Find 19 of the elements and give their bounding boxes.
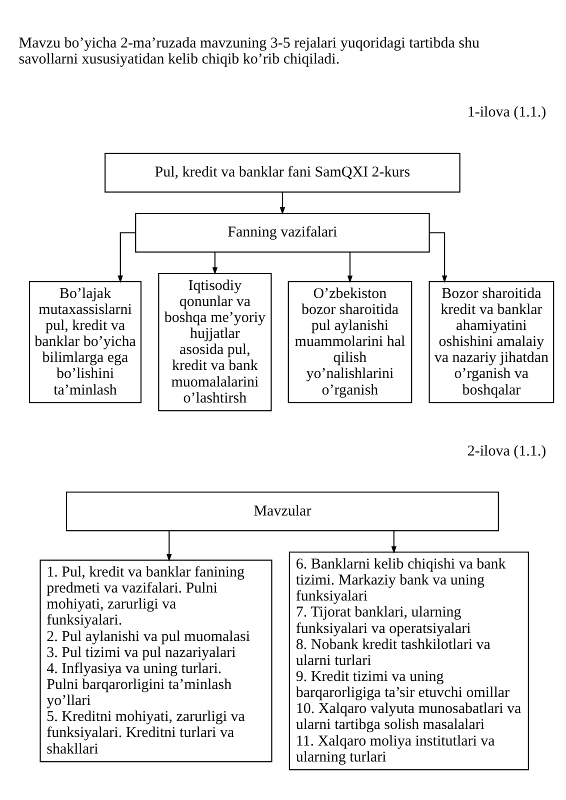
arrow [391,530,397,554]
node-box: 6. Banklarni kelib chiqishi va bank tizimi. Markaziy bank va uning funksiyalari 7. Tijorat banklari, ularning funksiyalari va operatsiyalari 8. Nobank kredit tashkilotlari va ularni turlari 9. Kredit tizimi va uning barqarorligiga ta’sir etuvchi omillar 10. Xalqaro valyuta munosabatlari va ularni tartibga solish masalalari 11. Xalqaro moliya institutlari va ularning turlari [288,551,529,770]
arrow [280,192,286,214]
label: 2-ilova (1.1.) [467,442,546,459]
node-box: Iqtisodiy qonunlar va boshqa me’yoriy hujjatlar asosida pul, kredit va bank muomalalarini o’lashtirsh [158,272,272,411]
label: Mavzu bo’yicha 2-ma’ruzada mavzuning 3-5 rejalari yuqoridagi tartibda shu savollarni xususiyatidan kelib chiqib ko’rib chiqiladi. [18,35,480,68]
arrow [118,232,136,282]
node-box: Fanning vazifalari [135,212,430,252]
node-box: Mavzular [66,491,499,531]
node-box: Bozor sharoitida kredit va banklar ahamiyatini oshishini amalaiy va nazariy jihatdan o’rganish va boshqalar [428,280,554,403]
arrow [429,232,448,282]
node-box: Bo’lajak mutaxassislarni pul, kredit va banklar bo’yicha bilimlarga ega bo’lishini ta’minlash [29,280,142,403]
arrow [212,252,218,274]
node-box: 1. Pul, kredit va banklar fanining predmeti va vazifalari. Pulni mohiyati, zarurligi va funksiyalari. 2. Pul aylanishi va pul muomalasi 3. Pul tizimi va pul nazariyalari 4. Inflyasiya va uning turlari. Pulni barqarorligini ta’minlash yo’llari 5. Kreditni mohiyati, zarurligi va funksiyalari. Kreditni turlari va shakllari [40,559,272,762]
node-box: Pul, kredit va banklar fani SamQXI 2-kurs [104,152,460,192]
node-box: O’zbekiston bozor sharoitida pul aylanishi muammolarini hal qilish yo’nalishlarini o’rganish [288,280,412,403]
arrow [347,252,353,283]
label: 1-ilova (1.1.) [467,104,546,120]
arrow [166,530,172,562]
